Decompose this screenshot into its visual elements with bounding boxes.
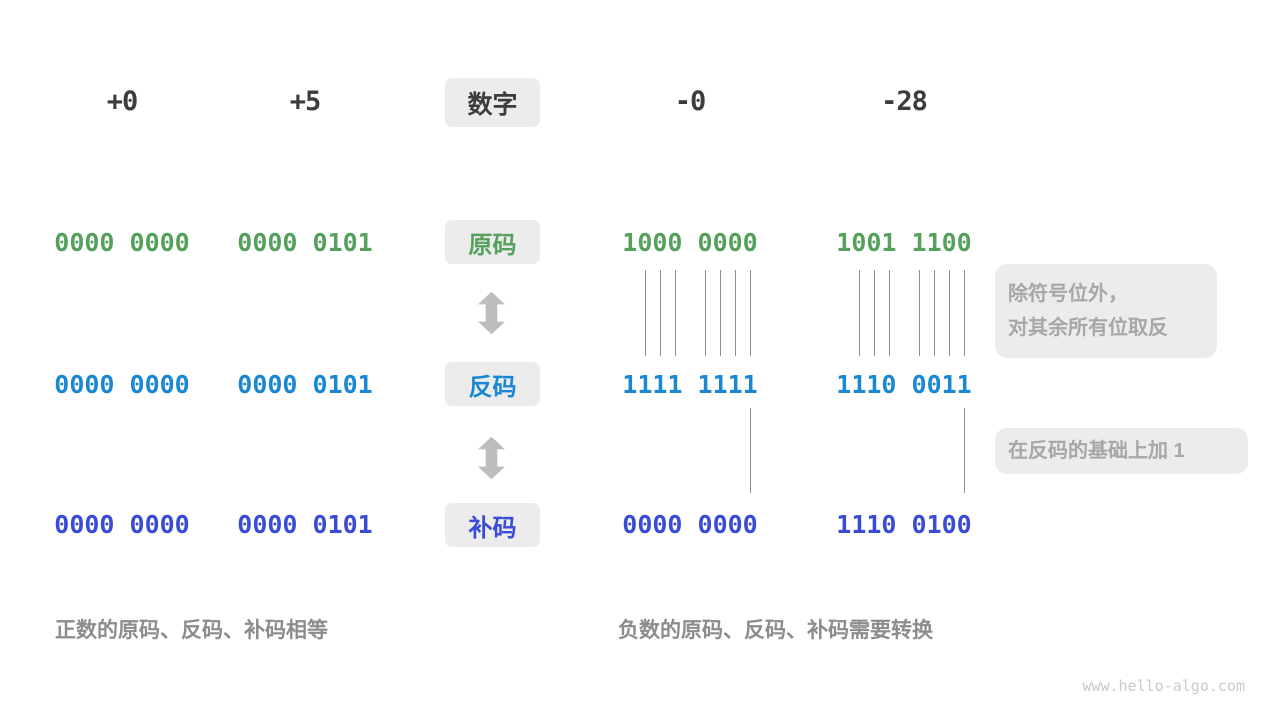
bit-connector-line <box>644 270 646 356</box>
updown-arrow-icon <box>478 291 505 335</box>
sign-magnitude-value-plus5: 0000 0101 <box>237 228 373 257</box>
bit-connector-line <box>949 270 951 356</box>
bit-connector-line <box>888 270 890 356</box>
note-invert-line1: 除符号位外， <box>1008 283 1128 305</box>
badge-twos-complement: 补码 <box>445 503 540 547</box>
header-badge-number: 数字 <box>445 78 540 127</box>
bit-connector-line <box>674 270 676 356</box>
twos-complement-value-plus0: 0000 0000 <box>54 510 190 539</box>
note-add-one: 在反码的基础上加 1 <box>995 428 1248 474</box>
sign-magnitude-value-plus0: 0000 0000 <box>54 228 190 257</box>
ones-complement-value-minus0: 1111 1111 <box>622 370 758 399</box>
note-invert-bits: 除符号位外， 对其余所有位取反 <box>995 264 1217 358</box>
caption-negative-numbers: 负数的原码、反码、补码需要转换 <box>618 619 933 642</box>
twos-complement-value-minus0: 0000 0000 <box>622 510 758 539</box>
bit-connector-line <box>934 270 936 356</box>
bit-connector-line <box>720 270 722 356</box>
bit-connector-line <box>659 270 661 356</box>
twos-complement-value-minus28: 1110 0100 <box>836 510 972 539</box>
twos-complement-value-plus5: 0000 0101 <box>237 510 373 539</box>
bit-connector-line <box>964 270 966 356</box>
updown-arrow-icon <box>478 436 505 480</box>
note-invert-line2: 对其余所有位取反 <box>1008 317 1168 339</box>
ones-complement-value-plus0: 0000 0000 <box>54 370 190 399</box>
header-number-minus0: -0 <box>674 86 707 117</box>
sign-magnitude-value-minus0: 1000 0000 <box>622 228 758 257</box>
bit-connector-line <box>873 270 875 356</box>
bit-connector-line <box>964 408 966 493</box>
ones-complement-value-plus5: 0000 0101 <box>237 370 373 399</box>
bit-connector-line <box>858 270 860 356</box>
caption-positive-numbers: 正数的原码、反码、补码相等 <box>55 619 328 642</box>
sign-magnitude-value-minus28: 1001 1100 <box>836 228 972 257</box>
badge-ones-complement: 反码 <box>445 362 540 406</box>
bit-connector-line <box>750 270 752 356</box>
header-number-minus28: -28 <box>881 86 928 117</box>
bit-connector-line <box>919 270 921 356</box>
ones-complement-value-minus28: 1110 0011 <box>836 370 972 399</box>
watermark-url: www.hello-algo.com <box>1082 677 1245 695</box>
header-number-plus5: +5 <box>289 86 322 117</box>
bit-connector-line <box>705 270 707 356</box>
badge-sign-magnitude: 原码 <box>445 220 540 264</box>
header-number-plus0: +0 <box>106 86 139 117</box>
bit-connector-line <box>735 270 737 356</box>
bit-connector-line <box>750 408 752 493</box>
